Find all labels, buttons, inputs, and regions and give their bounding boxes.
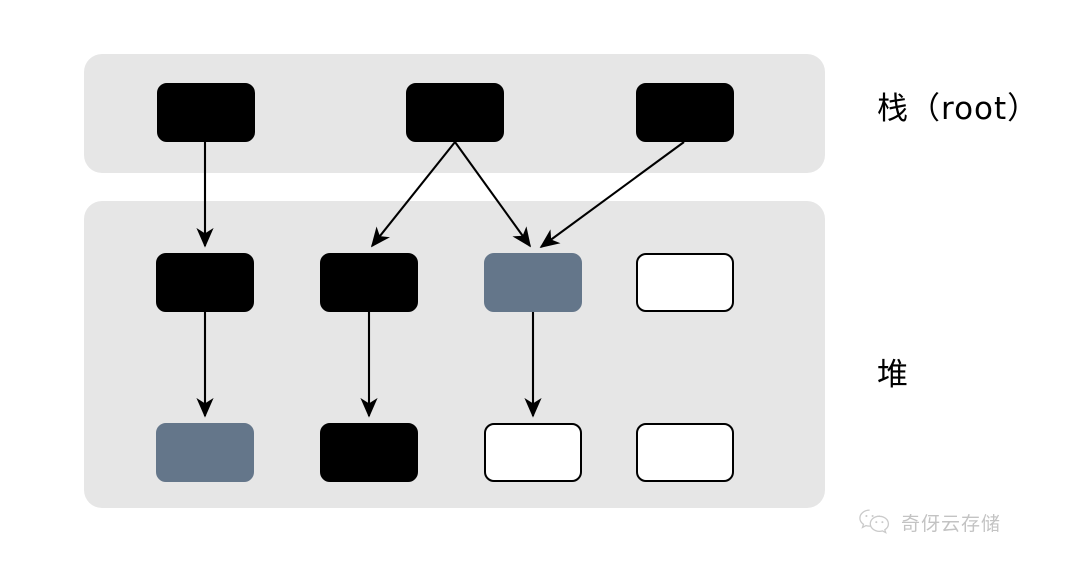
heap-node-r2c4[interactable] — [636, 423, 734, 482]
stack-node-1[interactable] — [157, 83, 255, 142]
heap-node-r2c3[interactable] — [484, 423, 582, 482]
heap-region-label: 堆 — [877, 357, 909, 393]
heap-node-r2c1[interactable] — [156, 423, 254, 482]
heap-node-r1c2[interactable] — [320, 253, 418, 312]
stack-region-label: 栈（root） — [877, 91, 1040, 127]
heap-node-r2c2[interactable] — [320, 423, 418, 482]
heap-node-r1c3[interactable] — [484, 253, 582, 312]
heap-node-r1c4[interactable] — [636, 253, 734, 312]
heap-node-r1c1[interactable] — [156, 253, 254, 312]
wechat-icon — [858, 508, 892, 536]
stack-node-2[interactable] — [406, 83, 504, 142]
watermark-text: 奇伢云存储 — [901, 512, 1002, 535]
watermark: 奇伢云存储 — [858, 508, 1001, 536]
stack-node-3[interactable] — [636, 83, 734, 142]
